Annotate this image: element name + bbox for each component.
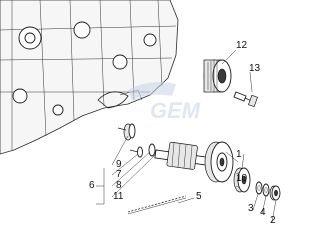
callout-3: 3	[248, 203, 254, 214]
parts-7-8-9-small-gears	[117, 123, 143, 158]
callout-2: 2	[270, 215, 276, 226]
watermark-text: GEM	[150, 98, 201, 123]
part-12-pulley	[203, 59, 232, 93]
callout-4: 4	[260, 207, 266, 218]
part-5-belt	[127, 195, 187, 215]
part-1-variator-assembly	[148, 141, 234, 183]
watermark-logo: GEM	[128, 82, 201, 123]
callout-12: 12	[236, 40, 248, 51]
callout-9: 9	[116, 159, 122, 170]
diagram-drawing: GEM	[0, 0, 281, 223]
callout-13: 13	[249, 63, 261, 74]
callout-7: 7	[116, 169, 122, 180]
crankcase-housing	[0, 0, 179, 155]
callout-8: 8	[116, 180, 122, 191]
callout-5: 5	[196, 191, 202, 202]
callout-6: 6	[89, 180, 95, 191]
callout-11: 11	[113, 191, 124, 202]
callout-1: 1	[236, 149, 242, 160]
leader-lines	[96, 49, 277, 223]
parts-2-3-4-washers	[255, 181, 281, 201]
part-10-gear	[233, 167, 251, 193]
part-13-bolt	[233, 91, 258, 108]
exploded-parts-diagram: GEM	[0, 0, 281, 226]
callout-10: 10	[236, 173, 248, 184]
